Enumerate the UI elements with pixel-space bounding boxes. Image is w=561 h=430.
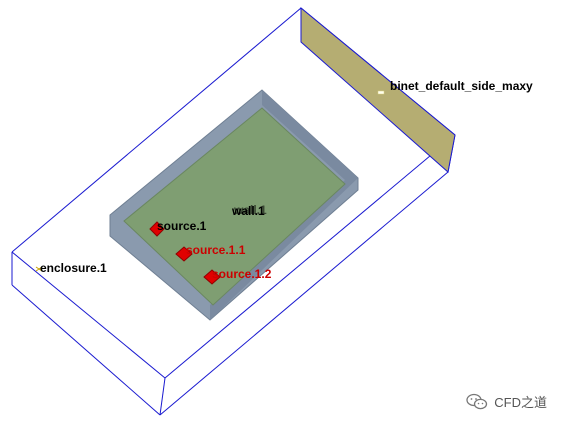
cabinet-edge: [11, 251, 166, 379]
face-marker-icon: [377, 90, 385, 95]
wall-label: wall.1: [231, 204, 265, 218]
cabinet-edge: [11, 7, 302, 253]
watermark-text: CFD之道: [494, 395, 547, 410]
cabinet-edge: [11, 284, 161, 416]
pcb-wall-shade: [210, 90, 358, 320]
origin-marker-icon: [35, 266, 43, 272]
wechat-icon: [466, 393, 488, 409]
source-1-1-block[interactable]: [175, 246, 193, 262]
wall-label-shadow: wall.1: [233, 203, 267, 217]
cabinet-side-face[interactable]: [300, 6, 456, 173]
source-1-2-label: source.1.2: [212, 267, 272, 281]
source-1-block[interactable]: [149, 221, 165, 237]
cabinet-edge: [164, 134, 456, 379]
source-1-2-block[interactable]: [203, 269, 221, 285]
source-1-label: source.1: [157, 219, 207, 233]
cabinet-side-label: binet_default_side_maxy: [390, 79, 533, 93]
watermark: CFD之道: [466, 392, 547, 411]
enclosure-label: enclosure.1: [40, 261, 107, 275]
cabinet-edge: [159, 377, 166, 416]
source-1-1-label: source.1.1: [186, 243, 246, 257]
cabinet-edge: [159, 171, 449, 416]
